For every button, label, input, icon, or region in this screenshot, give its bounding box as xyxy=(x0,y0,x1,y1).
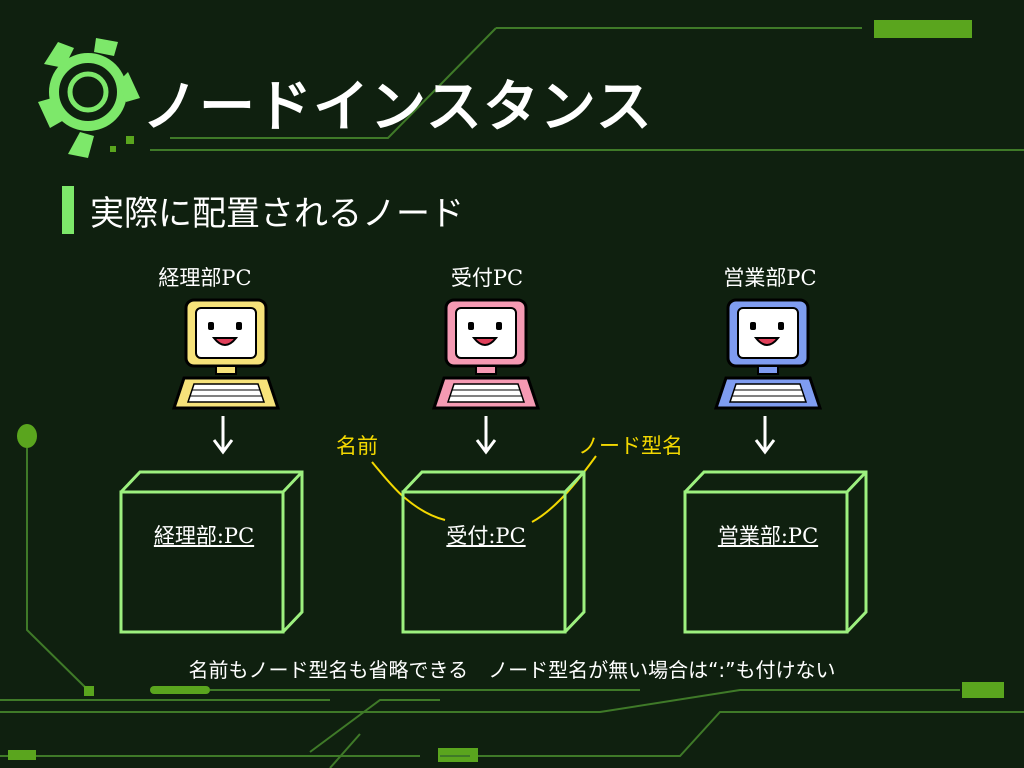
deco-bar-top xyxy=(874,20,972,38)
subtitle-bar xyxy=(62,186,74,234)
slide-title: ノードインスタンス xyxy=(142,75,653,140)
slide-footer-note: 名前もノード型名も省略できる ノード型名が無い場合は“:”も付けない xyxy=(188,658,836,682)
computer-icon xyxy=(431,298,541,410)
node-box-accounting xyxy=(119,470,304,634)
node-label-reception: 受付:PC xyxy=(446,524,526,548)
pc-label-sales: 営業部PC xyxy=(723,266,817,290)
pc-label-reception: 受付PC xyxy=(450,266,524,290)
annotation-node-type-name: ノード型名 xyxy=(578,434,683,458)
gear-logo-icon xyxy=(38,38,140,158)
name-annotation-line xyxy=(371,461,446,521)
deco-dot xyxy=(17,424,37,448)
node-box-sales xyxy=(683,470,868,634)
pc-label-accounting: 経理部PC xyxy=(158,266,252,290)
node-box-reception xyxy=(401,470,586,634)
annotation-name: 名前 xyxy=(336,434,378,458)
down-arrow-icon xyxy=(475,416,497,455)
slide-subtitle: 実際に配置されるノード xyxy=(90,194,464,234)
down-arrow-icon xyxy=(212,416,234,455)
node-label-sales: 営業部:PC xyxy=(717,524,819,548)
computer-icon xyxy=(171,298,281,410)
computer-icon xyxy=(713,298,823,410)
node-label-accounting: 経理部:PC xyxy=(153,524,255,548)
down-arrow-icon xyxy=(754,416,776,455)
